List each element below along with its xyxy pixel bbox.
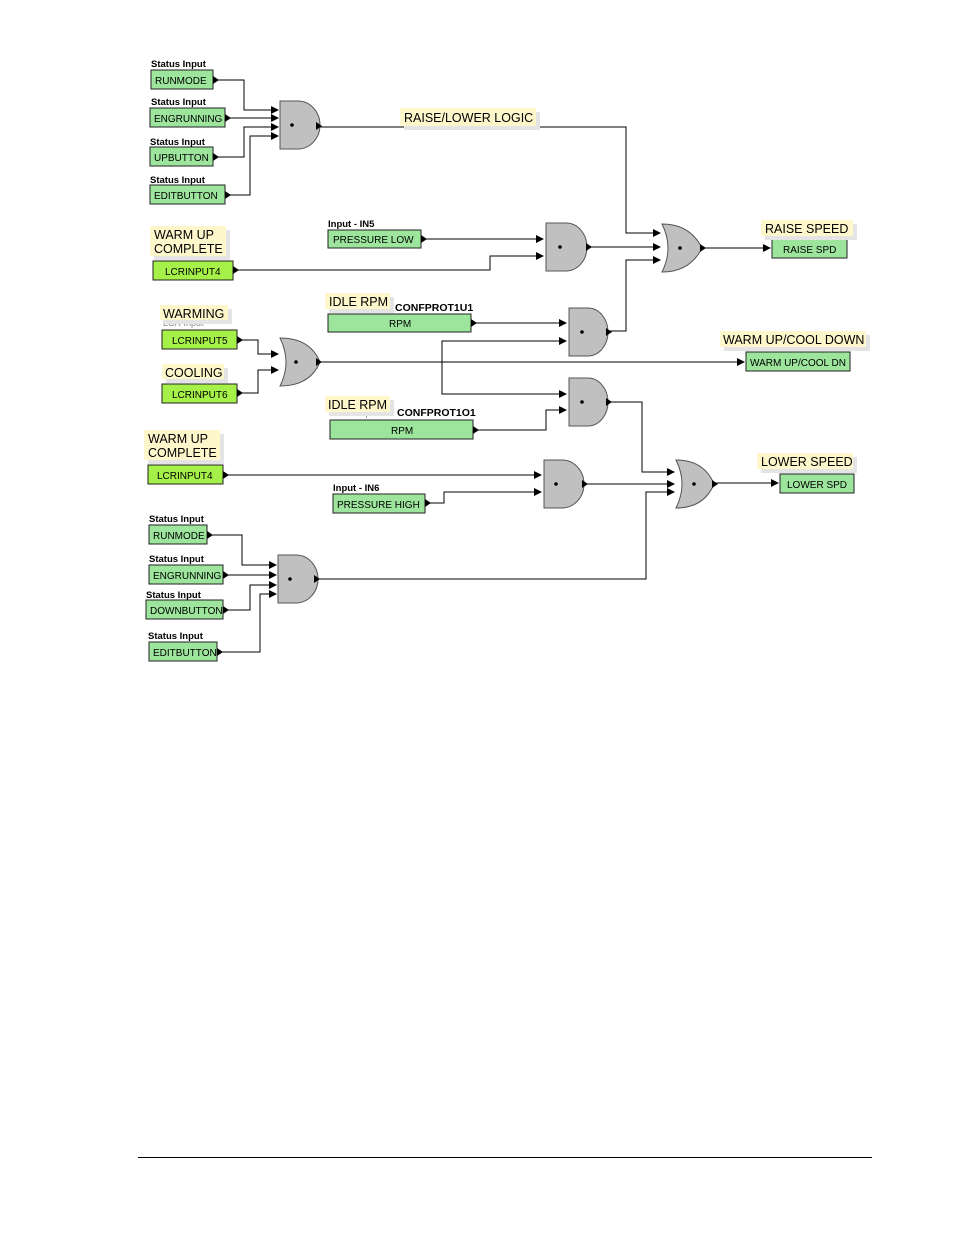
input-rpm-over: RPM: [329, 419, 479, 440]
note-idle-rpm-1: IDLE RPM: [325, 293, 394, 313]
input-label: PRESSURE LOW: [333, 235, 414, 246]
note-text: LOWER SPEED: [761, 455, 853, 469]
input-runmode-2: RUNMODE: [148, 524, 213, 545]
note-warm-up-complete-2: WARM UP COMPLETE: [144, 430, 224, 464]
output-label: WARM UP/COOL DN: [750, 358, 846, 369]
input-downbutton: DOWNBUTTON: [145, 599, 229, 620]
note-text: COMPLETE: [154, 242, 223, 256]
footer-divider: [138, 1157, 872, 1158]
status-input-header: Status Input: [150, 137, 206, 148]
status-input-header: Status Input: [151, 59, 207, 70]
and-gate-raise-inputs: [279, 100, 322, 150]
input-in6-header: Input - IN6: [333, 483, 379, 494]
and-gate-pressure-low: [545, 222, 592, 272]
input-label: RPM: [391, 426, 413, 437]
status-input-header: Status Input: [151, 97, 207, 108]
input-editbutton-2: EDITBUTTON: [148, 641, 223, 662]
input-pressure-low: PRESSURE LOW: [327, 229, 427, 249]
output-label: RAISE SPD: [783, 245, 836, 256]
input-editbutton-1: EDITBUTTON: [149, 184, 231, 205]
confprot-over-header: CONFPROT1O1: [397, 407, 476, 419]
input-label: RPM: [389, 319, 411, 330]
note-text: WARM UP/COOL DOWN: [723, 333, 864, 347]
note-text: RAISE SPEED: [765, 222, 848, 236]
note-text: RAISE/LOWER LOGIC: [404, 111, 533, 125]
note-idle-rpm-2: IDLE RPM: [325, 396, 394, 416]
status-input-header: Status Input: [150, 175, 206, 186]
note-text: COOLING: [165, 366, 223, 380]
and-gate-pressure-high: [543, 459, 588, 509]
note-raise-lower-logic: RAISE/LOWER LOGIC: [400, 108, 540, 130]
confprot-under-header: CONFPROT1U1: [395, 302, 473, 314]
note-warm-up-complete-1: WARM UP COMPLETE: [150, 226, 230, 260]
note-warming: WARMING: [160, 305, 232, 324]
input-lcrinput4-a: LCRINPUT4: [152, 260, 239, 281]
note-text: WARMING: [163, 307, 224, 321]
input-label: DOWNBUTTON: [150, 606, 223, 617]
input-pressure-high: PRESSURE HIGH: [332, 493, 431, 514]
input-label: EDITBUTTON: [153, 648, 217, 659]
input-engrunning-2: ENGRUNNING: [148, 564, 229, 585]
wires: [210, 79, 779, 653]
input-label: ENGRUNNING: [153, 571, 222, 582]
or-gate-lower-speed: [675, 459, 718, 509]
output-warmup-cooldn: WARM UP/COOL DN: [745, 351, 851, 372]
and-gate-lower-inputs: [277, 554, 320, 604]
input-label: EDITBUTTON: [154, 191, 218, 202]
input-engrunning-1: ENGRUNNING: [149, 107, 231, 128]
output-lower-spd: LOWER SPD: [779, 473, 855, 494]
input-label: LCRINPUT6: [172, 390, 228, 401]
output-label: LOWER SPD: [787, 480, 847, 491]
note-text: WARM UP: [154, 228, 214, 242]
or-gate-warm-cool: [279, 337, 322, 387]
note-raise-speed: RAISE SPEED: [761, 220, 857, 240]
input-label: RUNMODE: [153, 531, 205, 542]
input-in5-header: Input - IN5: [328, 219, 375, 230]
input-lcrinput5: LCRINPUT5: [161, 329, 243, 350]
status-input-header: Status Input: [149, 554, 205, 565]
input-label: PRESSURE HIGH: [337, 500, 420, 511]
input-runmode-1: RUNMODE: [150, 69, 219, 90]
and-gate-rpm-over: [568, 377, 612, 427]
note-warm-up-cool-down: WARM UP/COOL DOWN: [720, 331, 870, 351]
status-input-header: Status Input: [148, 631, 204, 642]
status-input-header: Status Input: [149, 514, 205, 525]
or-gate-raise-speed: [661, 223, 706, 273]
and-gate-rpm-under: [568, 307, 612, 357]
input-label: ENGRUNNING: [154, 114, 223, 125]
note-text: IDLE RPM: [328, 398, 387, 412]
note-lower-speed: LOWER SPEED: [757, 453, 857, 473]
input-label: LCRINPUT4: [157, 471, 213, 482]
note-text: WARM UP: [148, 432, 208, 446]
input-label: UPBUTTON: [154, 153, 209, 164]
input-label: LCRINPUT5: [172, 336, 228, 347]
input-lcrinput6: LCRINPUT6: [161, 383, 243, 404]
note-cooling: COOLING: [162, 364, 228, 383]
input-rpm-under: RPM: [327, 313, 477, 333]
input-upbutton: UPBUTTON: [149, 146, 219, 167]
input-label: RUNMODE: [155, 76, 207, 87]
note-text: COMPLETE: [148, 446, 217, 460]
output-raise-spd: RAISE SPD: [771, 238, 848, 259]
note-text: IDLE RPM: [329, 295, 388, 309]
status-input-header: Status Input: [146, 590, 202, 601]
input-label: LCRINPUT4: [165, 267, 221, 278]
input-lcrinput4-b: LCRINPUT4: [147, 464, 229, 485]
